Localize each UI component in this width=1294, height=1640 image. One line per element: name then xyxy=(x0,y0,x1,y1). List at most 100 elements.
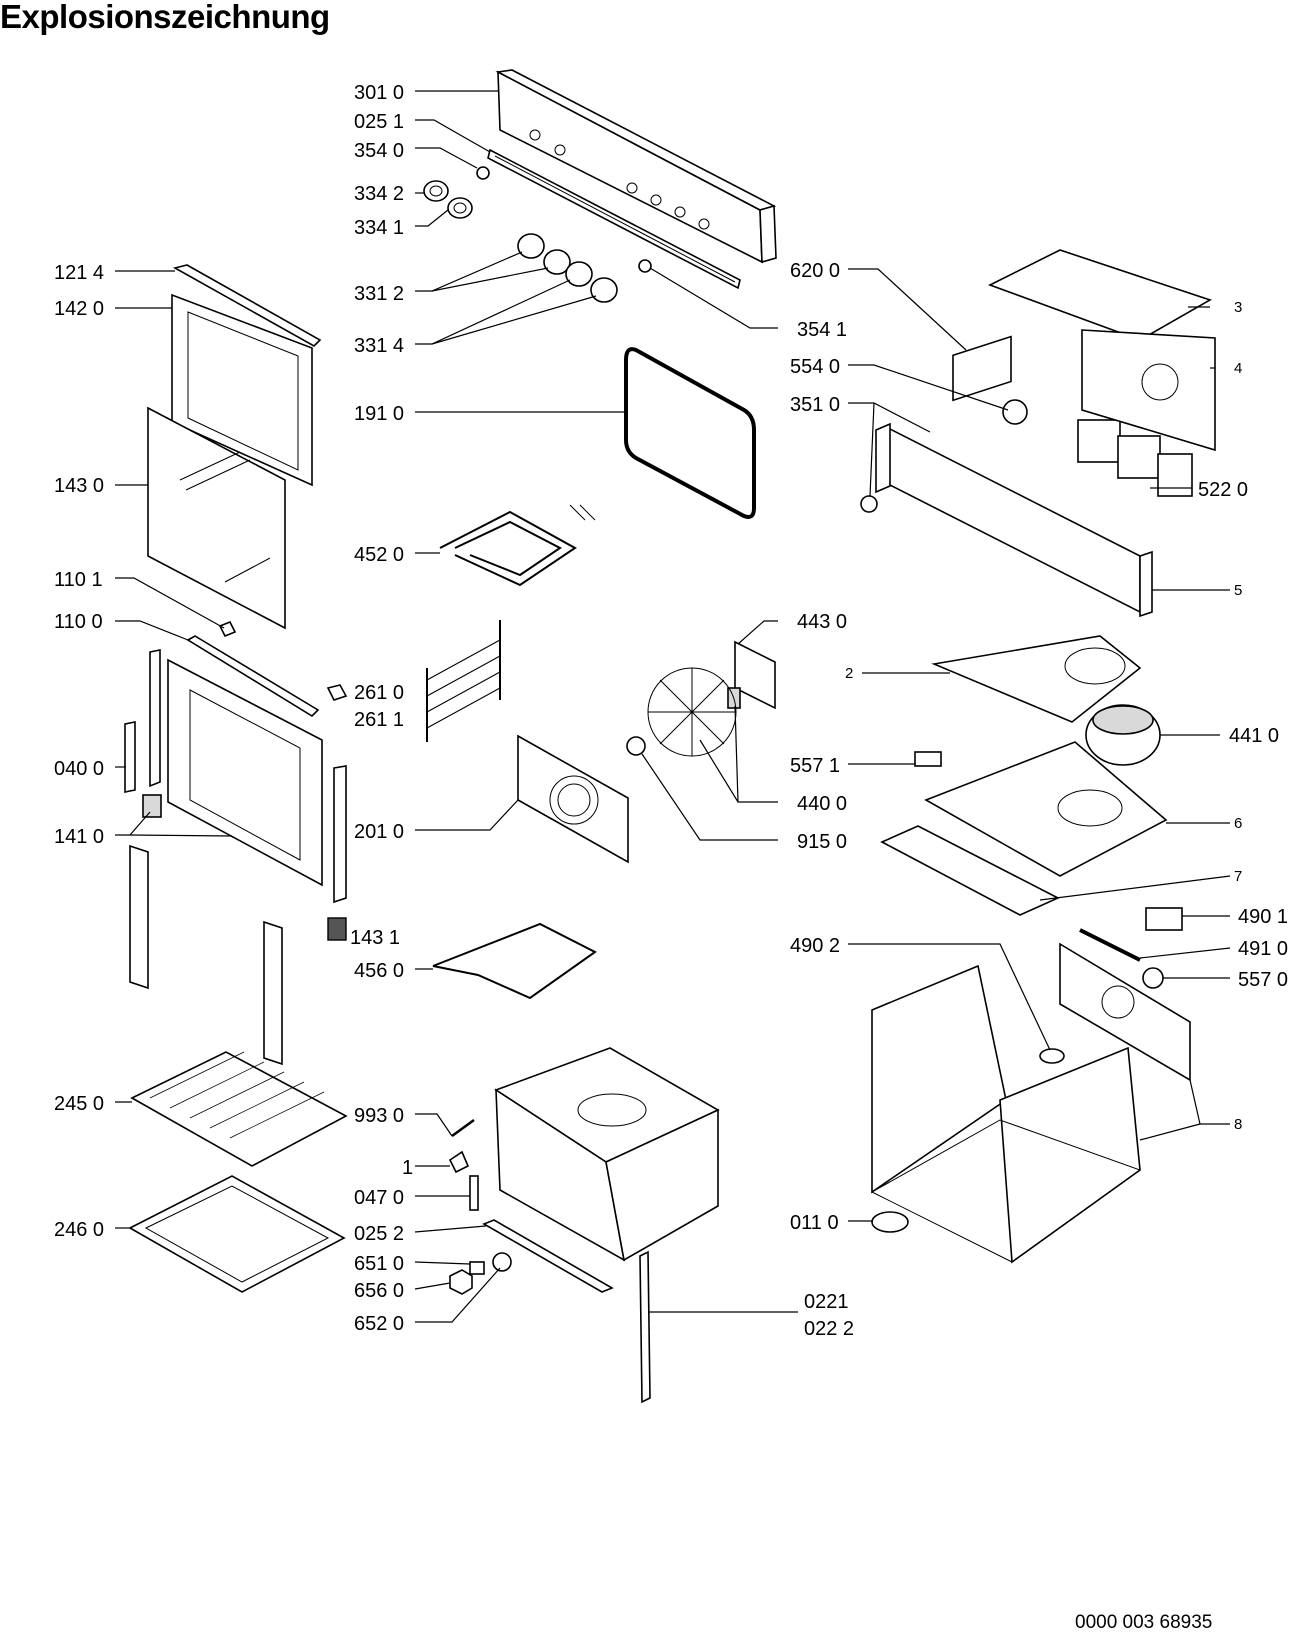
lower-heater-part xyxy=(432,922,597,1000)
indicator-lamp-2-part xyxy=(638,259,652,273)
spacer-part xyxy=(469,1175,479,1211)
oven-cavity-part xyxy=(494,1047,720,1262)
callout-4410: 441 0 xyxy=(1229,725,1279,747)
callout-5: 5 xyxy=(1234,582,1242,599)
lamp-holder-part xyxy=(860,495,878,513)
door-glass-part xyxy=(147,406,286,630)
callout-3314: 331 4 xyxy=(354,335,404,357)
callout-6200: 620 0 xyxy=(790,260,840,282)
hinge-part xyxy=(124,721,136,793)
callout-1101: 110 1 xyxy=(54,569,103,591)
callout-1420: 142 0 xyxy=(54,298,104,320)
fan-motor-part xyxy=(727,640,776,710)
baking-tray-part xyxy=(128,1175,346,1293)
document-number: 0000 003 68935 xyxy=(1075,1612,1213,1633)
shelf-rail-parts xyxy=(426,620,501,742)
callout-1910: 191 0 xyxy=(354,403,404,425)
callout-2611: 261 1 xyxy=(354,709,404,731)
callout-1430: 143 0 xyxy=(54,475,104,497)
callout-2010: 201 0 xyxy=(354,821,404,843)
cooling-plate-part xyxy=(924,741,1168,877)
leader-lines xyxy=(115,90,1231,1323)
fan-housing-plate-part xyxy=(931,635,1142,723)
outer-door-part xyxy=(149,649,347,904)
control-panel-part xyxy=(495,69,777,264)
side-rail-part xyxy=(639,1250,651,1404)
callout-5571: 557 1 xyxy=(790,755,840,777)
housing-grommet-part xyxy=(1039,1048,1065,1064)
callout-6560: 656 0 xyxy=(354,1280,404,1302)
callout-labels: 301 0 025 1 354 0 334 2 334 1 121 4 142 … xyxy=(54,82,1288,1340)
callout-3: 3 xyxy=(1234,299,1242,316)
callout-3342: 334 2 xyxy=(354,183,404,205)
callout-2610: 261 0 xyxy=(354,682,404,704)
front-profile-part xyxy=(875,422,1153,618)
callout-4400: 440 0 xyxy=(797,793,847,815)
callout-9150: 915 0 xyxy=(797,831,847,853)
callout-3541: 354 1 xyxy=(797,319,847,341)
callout-4430: 443 0 xyxy=(797,611,847,633)
callout-0221: 0221 xyxy=(804,1291,849,1313)
fan-nut-part xyxy=(626,736,646,756)
callout-2450: 245 0 xyxy=(54,1093,104,1115)
callout-4901: 490 1 xyxy=(1238,906,1288,928)
callout-2460: 246 0 xyxy=(54,1219,104,1241)
lower-rail-part xyxy=(482,1219,614,1293)
callout-5570: 557 0 xyxy=(1238,969,1288,991)
thermostat-part xyxy=(1002,399,1028,425)
oven-gasket-part xyxy=(624,347,756,519)
door-strip-right-part xyxy=(263,920,283,1066)
connector-part xyxy=(1145,907,1183,931)
grill-heater-part xyxy=(439,504,596,587)
door-top-profile-part xyxy=(172,264,322,347)
callout-3510: 351 0 xyxy=(790,394,840,416)
callout-9930: 993 0 xyxy=(354,1105,404,1127)
switch-block-part xyxy=(1077,419,1193,497)
callout-4: 4 xyxy=(1234,360,1242,377)
callout-3312: 331 2 xyxy=(354,283,404,305)
callout-6510: 651 0 xyxy=(354,1253,404,1275)
oven-housing-frame-part xyxy=(870,964,1142,1264)
safety-thermostat-part xyxy=(1142,967,1164,989)
hinge-bracket-part xyxy=(218,620,237,638)
callout-0110: 011 0 xyxy=(790,1212,839,1234)
terminal-block-part xyxy=(1079,928,1141,962)
callout-5220: 522 0 xyxy=(1198,479,1248,501)
thermo-switch-part xyxy=(914,751,942,767)
callout-0400: 040 0 xyxy=(54,758,104,780)
knob-large-parts xyxy=(517,233,618,303)
lamp-cover-part xyxy=(449,1269,473,1295)
callout-3010: 301 0 xyxy=(354,82,404,104)
indicator-lamp-part xyxy=(476,166,490,180)
page-title: Explosionszeichnung xyxy=(0,0,330,35)
knob-small-parts xyxy=(423,180,473,219)
door-strip-left-part xyxy=(129,844,149,990)
callout-0252: 025 2 xyxy=(354,1223,404,1245)
callout-8: 8 xyxy=(1234,1116,1242,1133)
panel-rail-part xyxy=(487,148,741,290)
callout-5540: 554 0 xyxy=(790,356,840,378)
callout-4560: 456 0 xyxy=(354,960,404,982)
callout-6520: 652 0 xyxy=(354,1313,404,1335)
callout-2: 2 xyxy=(845,665,853,682)
lamp-glass-part xyxy=(469,1261,485,1275)
callout-1: 1 xyxy=(402,1157,413,1179)
callout-1100: 110 0 xyxy=(54,611,103,633)
callout-0251: 025 1 xyxy=(354,111,404,133)
grid-shelf-part xyxy=(130,1051,348,1167)
blower-part xyxy=(1085,704,1161,766)
callout-4910: 491 0 xyxy=(1238,938,1288,960)
callout-3341: 334 1 xyxy=(354,217,404,239)
callout-7: 7 xyxy=(1234,868,1242,885)
callout-1214: 121 4 xyxy=(54,262,104,284)
rear-fan-panel-part xyxy=(1081,329,1216,452)
callout-1410: 141 0 xyxy=(54,826,104,848)
callout-3540: 354 0 xyxy=(354,140,404,162)
screw-part xyxy=(451,1118,475,1138)
callout-0470: 047 0 xyxy=(354,1187,404,1209)
callout-6: 6 xyxy=(1234,815,1242,832)
door-clip-part xyxy=(327,917,347,941)
callout-1431: 143 1 xyxy=(350,927,400,949)
top-cover-part xyxy=(987,249,1212,341)
